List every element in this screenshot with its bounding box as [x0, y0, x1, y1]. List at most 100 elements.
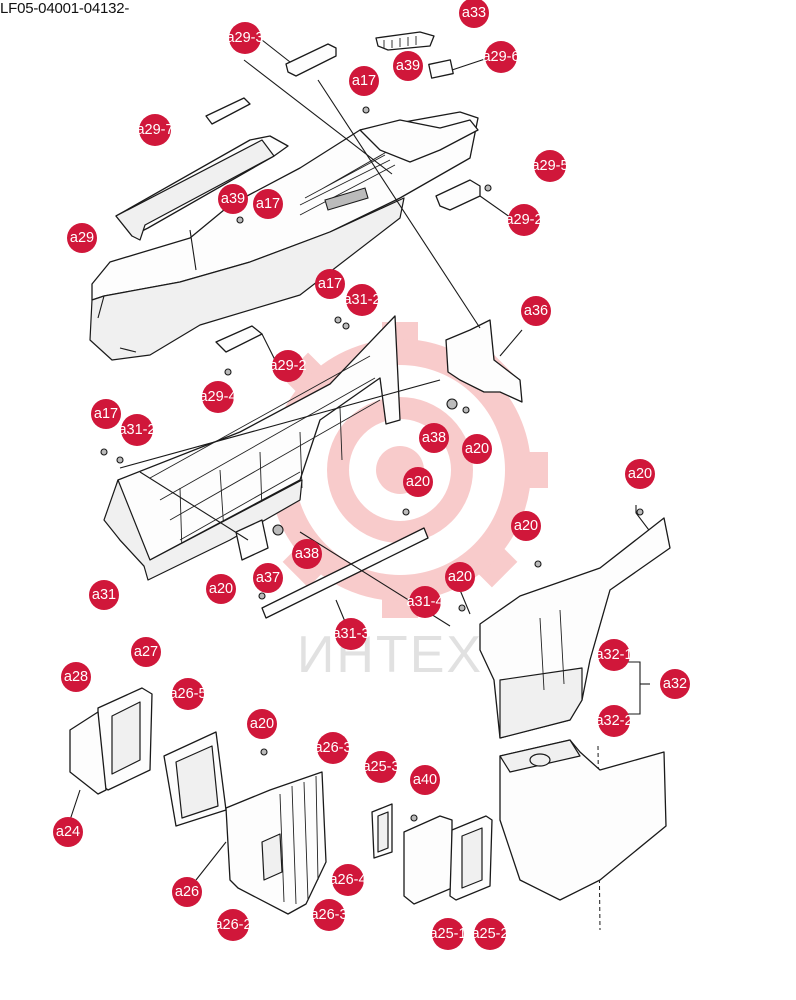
callout-a17: a17 — [315, 269, 345, 299]
callout-circle — [625, 459, 655, 489]
callout-circle — [393, 51, 423, 81]
callout-a37: a37 — [253, 563, 283, 593]
callout-a20: a20 — [511, 511, 541, 541]
callout-circle — [419, 423, 449, 453]
callout-a17: a17 — [253, 189, 283, 219]
callout-a29-7: a29-7 — [136, 114, 174, 146]
callout-circle — [521, 296, 551, 326]
filter-housing — [195, 771, 327, 915]
callout-a29-5: a29-5 — [531, 150, 569, 182]
callout-label: a32 — [663, 676, 687, 692]
callout-circle — [410, 765, 440, 795]
air-duct-upper — [479, 517, 671, 739]
callout-label: a26-5 — [169, 686, 206, 702]
callout-a20: a20 — [403, 467, 433, 497]
callout-label: a17 — [94, 406, 118, 422]
callout-label: a25-3 — [362, 759, 399, 775]
callout-label: a20 — [406, 474, 430, 490]
callout-circle — [247, 709, 277, 739]
callout-label: a28 — [64, 669, 88, 685]
callout-a20: a20 — [462, 434, 492, 464]
callout-label: a33 — [462, 5, 486, 21]
callout-circle — [432, 918, 464, 950]
callout-label: a29-2 — [269, 358, 306, 374]
callout-label: a17 — [318, 276, 342, 292]
callout-a27: a27 — [131, 637, 161, 667]
callout-label: a29-4 — [199, 389, 236, 405]
part-code-header: LF05-04001-04132- — [0, 0, 130, 17]
lower-lattice-panel — [103, 315, 401, 581]
callout-a20: a20 — [247, 709, 277, 739]
handle-grip — [375, 31, 435, 51]
switch-unit — [428, 57, 489, 79]
callout-label: a31-2 — [118, 422, 155, 438]
callout-a31-4: a31-4 — [406, 586, 444, 618]
callout-a29-4: a29-4 — [199, 381, 237, 413]
callout-a25-1: a25-1 — [429, 918, 467, 950]
callout-circle — [534, 150, 566, 182]
callout-a31-2: a31-2 — [343, 284, 381, 316]
callout-a26-4: a26-4 — [329, 864, 367, 896]
callout-a26-3: a26-3 — [310, 899, 348, 931]
callout-label: a29 — [70, 230, 94, 246]
callout-circle — [508, 204, 540, 236]
callout-a26: a26 — [172, 877, 202, 907]
callout-a39: a39 — [218, 184, 248, 214]
callout-label: a36 — [524, 303, 548, 319]
callout-circle — [121, 414, 153, 446]
callout-circle — [445, 562, 475, 592]
callout-circle — [292, 539, 322, 569]
callout-label: a39 — [221, 191, 245, 207]
callout-label: a31 — [92, 587, 116, 603]
callout-circle — [253, 189, 283, 219]
callout-label: a31-4 — [406, 594, 443, 610]
callout-circle — [462, 434, 492, 464]
callout-label: a20 — [250, 716, 274, 732]
callout-circle — [598, 639, 630, 671]
callout-circle — [313, 899, 345, 931]
callout-a24: a24 — [53, 817, 83, 847]
callout-a31-2: a31-2 — [118, 414, 156, 446]
callout-circle — [272, 350, 304, 382]
mounting-bracket — [445, 319, 523, 403]
bracket-small — [205, 97, 251, 125]
leader-lines — [119, 59, 665, 931]
housing-box-left — [69, 711, 107, 821]
filter-frame — [163, 731, 227, 827]
callout-a38: a38 — [292, 539, 322, 569]
callout-a25-3: a25-3 — [362, 751, 400, 783]
callout-label: a27 — [134, 644, 158, 660]
callout-a32-1: a32-1 — [595, 639, 633, 671]
callout-a31: a31 — [89, 580, 119, 610]
callout-circle — [349, 66, 379, 96]
fastener-set — [100, 106, 644, 822]
callout-a29-3: a29-3 — [226, 22, 264, 54]
callout-circle — [660, 669, 690, 699]
callout-label: a26-4 — [329, 872, 366, 888]
callout-circle — [598, 705, 630, 737]
callout-a26-3: a26-3 — [314, 732, 352, 764]
air-duct-lower — [499, 739, 667, 901]
callout-circle — [332, 864, 364, 896]
callout-circle — [335, 618, 367, 650]
callout-label: a20 — [209, 581, 233, 597]
callout-circle — [139, 114, 171, 146]
callout-a38: a38 — [419, 423, 449, 453]
callout-label: a25-2 — [471, 926, 508, 942]
callout-label: a37 — [256, 570, 280, 586]
gasket-ring — [371, 803, 393, 859]
callout-a31-3: a31-3 — [332, 618, 370, 650]
callout-a29-2: a29-2 — [269, 350, 307, 382]
callout-a32-2: a32-2 — [595, 705, 633, 737]
callout-circle — [202, 381, 234, 413]
callout-circle — [403, 467, 433, 497]
callout-a26-2: a26-2 — [214, 909, 252, 941]
callout-circle — [91, 399, 121, 429]
callout-circle — [346, 284, 378, 316]
callout-circle — [218, 184, 248, 214]
callout-label: a38 — [295, 546, 319, 562]
callout-circle — [172, 678, 204, 710]
callout-a26-5: a26-5 — [169, 678, 207, 710]
